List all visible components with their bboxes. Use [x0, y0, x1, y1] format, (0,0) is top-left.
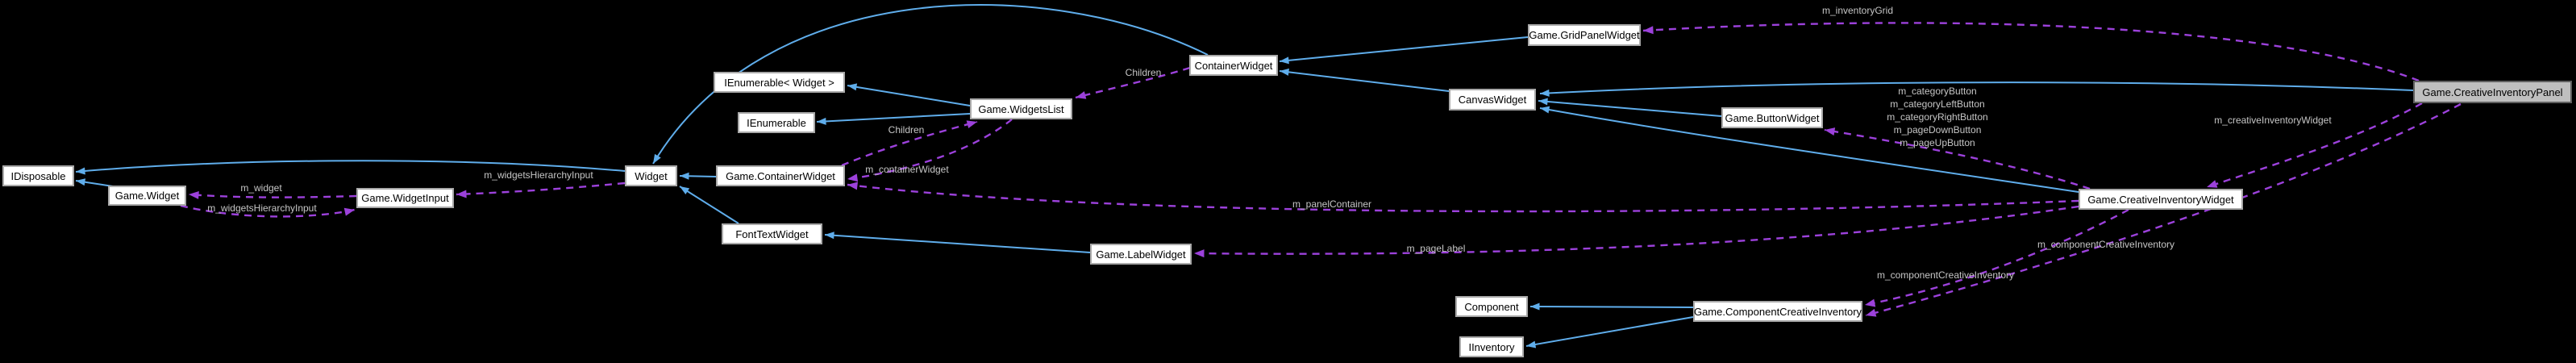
edge-creativeinventorywidget-to-buttonwidget [1824, 127, 2091, 190]
edge-gamecontainerwidget-to-widgetslist [841, 120, 978, 167]
node-fonttextwidget[interactable]: FontTextWidget [722, 223, 822, 244]
edge-widgetslist-to-ienumerable [816, 113, 971, 125]
edge-gridpanelwidget-to-containerwidget [1279, 36, 1529, 65]
node-game-widgetslist[interactable]: Game.WidgetsList [970, 98, 1072, 119]
node-component[interactable]: Component [1455, 296, 1528, 317]
node-game-buttonwidget[interactable]: Game.ButtonWidget [1721, 107, 1823, 128]
edge-widgetinput-to-gamewidget [188, 190, 357, 199]
node-idisposable[interactable]: IDisposable [2, 165, 74, 186]
edge-widget-to-idisposable [75, 160, 626, 175]
node-game-creativeinventorypanel[interactable]: Game.CreativeInventoryPanel [2413, 81, 2572, 103]
node-canvaswidget[interactable]: CanvasWidget [1449, 89, 1536, 111]
node-game-labelwidget[interactable]: Game.LabelWidget [1090, 244, 1192, 265]
node-iinventory[interactable]: IInventory [1459, 336, 1524, 357]
edge-widgetslist-to-ienumerablewidget [847, 83, 971, 106]
edge-creativeinventorypanel-to-creativeinventorywidget [2206, 102, 2423, 189]
edge-buttonwidget-to-canvaswidget [1538, 98, 1722, 117]
node-ienumerable[interactable]: IEnumerable [738, 112, 815, 133]
node-widget[interactable]: Widget [625, 165, 677, 186]
edge-labelwidget-to-fonttextwidget [824, 232, 1091, 253]
node-containerwidget[interactable]: ContainerWidget [1189, 55, 1278, 76]
edge-creativeinventorywidget-to-gamecontainerwidget [847, 182, 2079, 213]
edge-componentcreativeinventory-to-iinventory [1525, 316, 1694, 348]
edge-gamewidget-to-idisposable [75, 178, 114, 187]
node-game-componentcreativeinventory[interactable]: Game.ComponentCreativeInventory [1693, 301, 1862, 322]
edge-gamewidget-to-widgetinput [180, 204, 356, 218]
edge-widget-to-widgetinput [456, 182, 626, 198]
node-game-widgetinput[interactable]: Game.WidgetInput [356, 188, 454, 208]
edge-widgetslist-to-gamecontainerwidget [847, 119, 1013, 182]
edge-fonttextwidget-to-widget [679, 186, 739, 224]
edge-creativeinventorypanel-to-componentcreativeinventory [1865, 102, 2462, 317]
edge-creativeinventorypanel-to-canvaswidget [1539, 81, 2414, 97]
node-game-containerwidget[interactable]: Game.ContainerWidget [716, 165, 845, 186]
node-ienumerable-widget[interactable]: IEnumerable< Widget > [714, 72, 845, 93]
edge-containerwidget-to-widgetslist [1075, 66, 1191, 99]
node-game-creativeinventorywidget[interactable]: Game.CreativeInventoryWidget [2079, 189, 2243, 210]
edge-canvaswidget-to-containerwidget [1279, 68, 1450, 92]
edge-creativeinventorypanel-to-gridpanelwidget [1642, 22, 2420, 82]
edge-containerwidget-to-widget [652, 4, 1209, 165]
edge-creativeinventorywidget-to-componentcreativeinventory [1864, 208, 2129, 307]
edge-creativeinventorywidget-to-canvaswidget [1539, 106, 2079, 193]
edge-creativeinventorywidget-to-labelwidget [1193, 205, 2079, 258]
node-game-widget[interactable]: Game.Widget [108, 186, 186, 206]
edge-gamecontainerwidget-to-widget [679, 172, 717, 180]
node-game-gridpanelwidget[interactable]: Game.GridPanelWidget [1528, 24, 1641, 46]
